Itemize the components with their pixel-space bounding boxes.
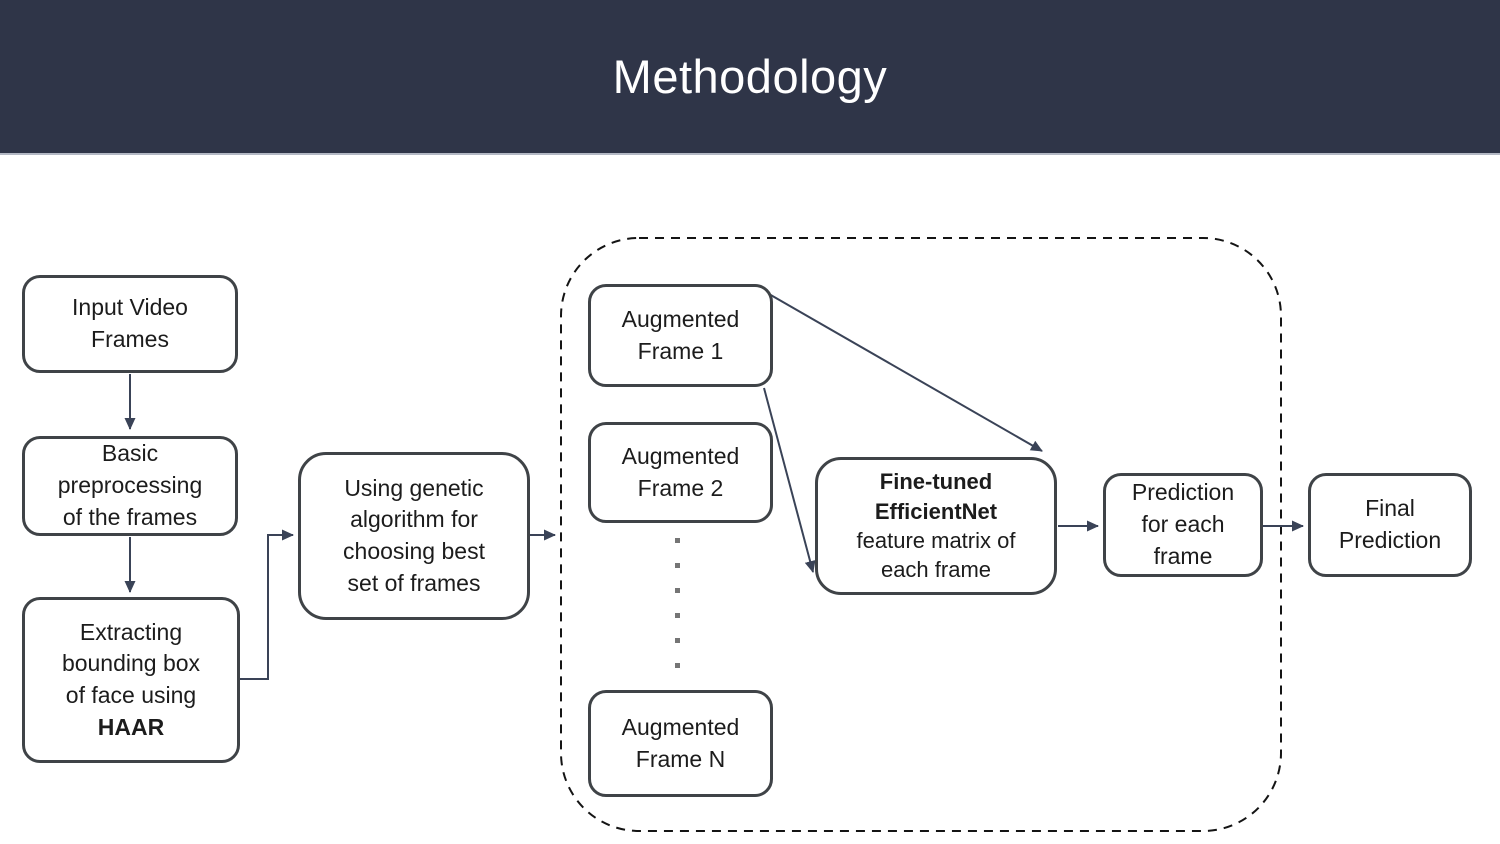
node-input-video-frames: Input Video Frames xyxy=(22,275,238,373)
node-label: Augmented Frame 2 xyxy=(621,442,740,501)
node-basic-preprocessing: Basic preprocessing of the frames xyxy=(22,436,238,536)
node-label: Final Prediction xyxy=(1338,495,1442,553)
node-extract-bounding-box: Extracting bounding box of face using HA… xyxy=(22,597,240,763)
node-label: Basic preprocessing of the frames xyxy=(57,440,203,530)
node-augmented-frame-2: Augmented Frame 2 xyxy=(588,422,773,523)
node-label: Extracting bounding box of face using xyxy=(61,618,201,708)
node-augmented-frame-1: Augmented Frame 1 xyxy=(588,284,773,387)
node-label: Augmented Frame N xyxy=(621,713,740,772)
node-label: Using genetic algorithm for choosing bes… xyxy=(343,474,485,596)
node-label: feature matrix of each frame xyxy=(856,528,1016,583)
node-label: Input Video Frames xyxy=(72,294,188,352)
node-efficientnet: Fine-tuned EfficientNet feature matrix o… xyxy=(815,457,1057,595)
connector-extract-to-genetic xyxy=(240,529,294,680)
node-augmented-frame-n: Augmented Frame N xyxy=(588,690,773,797)
node-label: Augmented Frame 1 xyxy=(621,305,740,364)
node-prediction-each-frame: Prediction for each frame xyxy=(1103,473,1263,577)
node-label: Prediction for each frame xyxy=(1131,479,1235,569)
node-genetic-algorithm: Using genetic algorithm for choosing bes… xyxy=(298,452,530,620)
page-title: Methodology xyxy=(612,50,888,103)
node-label-bold: Fine-tuned EfficientNet xyxy=(874,469,998,524)
node-label-bold: HAAR xyxy=(97,713,165,740)
slide-header: Methodology xyxy=(0,0,1500,155)
ellipsis-dots xyxy=(675,538,680,668)
arrow-augframe1-to-efficientnet-top xyxy=(768,293,1043,452)
node-final-prediction: Final Prediction xyxy=(1308,473,1472,577)
